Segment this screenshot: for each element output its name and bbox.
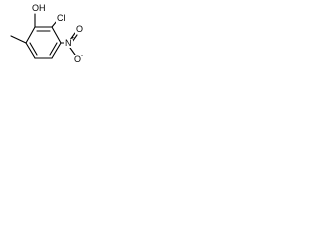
bond-nitro-oxygen-top-double [71,34,78,43]
ring-bond-c2-c3 [51,26,62,44]
nitro-oxygen-bottom-label: O [73,54,83,64]
ring-bond-c3-c4 [51,42,62,59]
chloro-label: Cl [56,13,67,23]
hydroxyl-label: OH [31,3,47,13]
bond-nitro-oxygen-bottom [69,47,76,56]
ring-double-bond-c5-c6 [29,42,38,56]
nitro-nitrogen-charge: + [71,36,75,42]
nitro-nitrogen-label: N [64,38,73,48]
molecule-structure [10,13,78,59]
bond-to-methyl [10,35,27,44]
ring-bond-c6-c1 [25,26,36,44]
ring-double-bond-c3-c4 [49,42,58,56]
molecule-canvas: OH Cl N + O O - [0,0,95,87]
nitro-oxygen-charge: - [81,53,83,59]
ring-bond-c5-c6 [25,42,36,59]
bond-nitro-oxygen-top [69,32,76,41]
nitro-oxygen-top-label: O [75,24,85,34]
